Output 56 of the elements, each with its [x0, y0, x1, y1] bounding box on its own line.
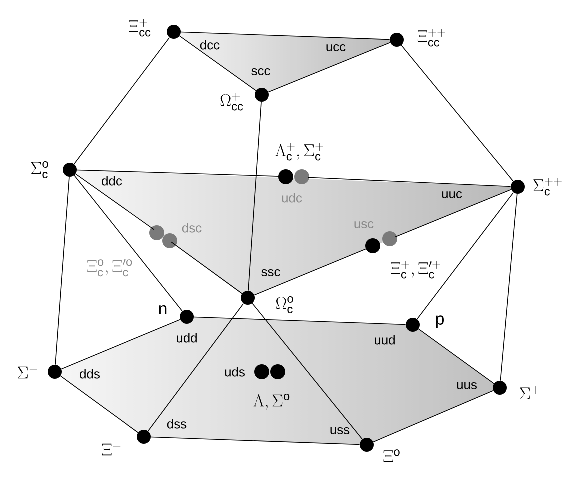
line [373, 390, 494, 443]
line [394, 189, 512, 238]
line [416, 192, 514, 320]
quark-label: scc [252, 68, 270, 76]
particle-label: $\Lambda^{+}_{\mathrm{c}},\Sigma^{+}_{\mathrm{c}}$ [276, 143, 324, 161]
line [194, 316, 406, 326]
quark-label: udd [177, 333, 197, 343]
quark-label: ucc [326, 44, 346, 52]
quark-label: ssc [262, 269, 280, 277]
particle-label: $\Xi^{\mathrm{o}}$ [384, 450, 400, 462]
quark-label: uud [375, 335, 395, 345]
line [61, 319, 181, 370]
particle-label: $\Sigma^{-}$ [18, 366, 38, 379]
quark-label: uuc [442, 191, 462, 199]
quark-label: dss [167, 419, 187, 429]
line [76, 170, 280, 177]
particle-label: $\Sigma^{++}_{\mathrm{c}}$ [534, 178, 562, 196]
particle-label: $\Xi^{++}_{\mathrm{cc}}$ [418, 29, 446, 47]
quark-label: dds [80, 369, 100, 379]
line [401, 45, 514, 182]
line [74, 175, 183, 312]
line [252, 303, 363, 440]
particle-label: $\Sigma^{+}$ [520, 386, 540, 400]
line [500, 194, 518, 382]
quark-label: udc [282, 193, 302, 203]
quark-label: dcc [200, 40, 220, 50]
quark-label: uds [225, 367, 245, 377]
line [148, 303, 244, 432]
line [60, 376, 139, 434]
particle-label: $\Sigma^{\mathrm{o}}_{\mathrm{c}}$ [32, 162, 48, 178]
quark-label: dsc [182, 223, 202, 233]
line [179, 36, 257, 92]
particle-label: $\Xi^{+}_{\mathrm{cc}}$ [129, 19, 151, 37]
particle-label: $\Omega^{+}_{\mathrm{cc}}$ [220, 93, 244, 111]
quark-label: uss [330, 427, 350, 435]
line [74, 37, 170, 165]
particle-label: $\Xi^{-}$ [102, 444, 121, 456]
line [180, 32, 390, 40]
line [268, 42, 391, 93]
particle-label: $\Lambda,\Sigma^{\mathrm{o}}$ [254, 394, 290, 410]
particle-label: $\Omega^{\mathrm{o}}_{\mathrm{c}}$ [276, 296, 294, 314]
quark-label: uus [457, 382, 477, 390]
particle-label: $\Xi^{\mathrm{o}}_{\mathrm{c}},\Xi'^{\mathrm{o}}_{\mathrm{c}}$ [87, 259, 132, 277]
line [418, 328, 495, 384]
particle-label: $\Xi^{+}_{\mathrm{c}},\Xi'^{+}_{\mathrm{c}}$ [390, 261, 440, 279]
line [150, 436, 360, 446]
line [254, 248, 368, 296]
particle-label: $\mathrm{n}$ [159, 305, 167, 315]
quark-label: usc [354, 221, 374, 229]
quark-label: ddc [102, 176, 122, 186]
line [171, 242, 243, 294]
line [55, 176, 70, 366]
line [75, 174, 155, 230]
line [308, 177, 512, 188]
line [248, 102, 262, 292]
particle-label: $\mathrm{p}$ [436, 316, 444, 328]
